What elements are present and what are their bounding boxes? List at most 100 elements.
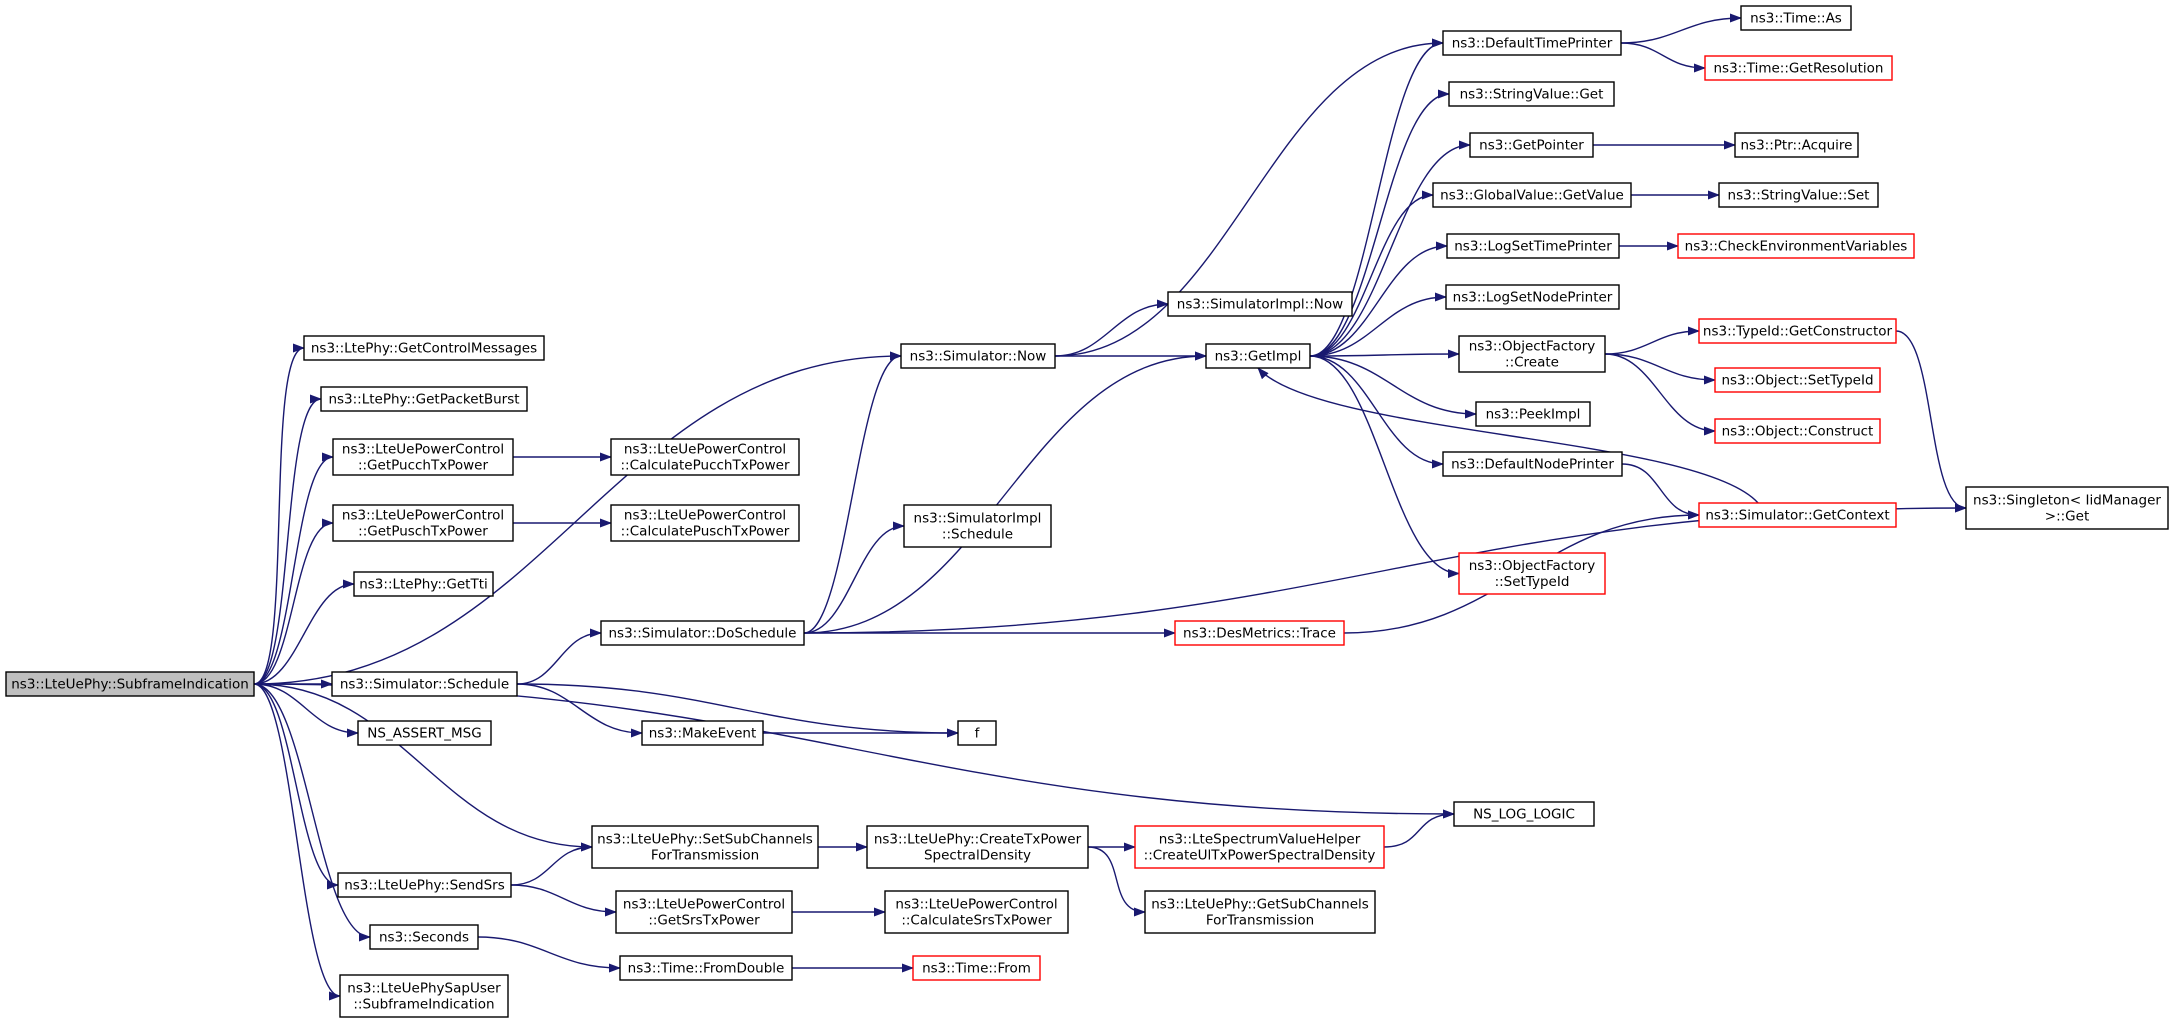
node-box[interactable]	[610, 504, 800, 542]
node-simSchedule[interactable]: ns3::Simulator::Schedule	[331, 671, 518, 697]
node-box[interactable]	[5, 671, 255, 697]
node-sendSrs[interactable]: ns3::LteUePhy::SendSrs	[337, 872, 512, 898]
node-box[interactable]	[866, 825, 1089, 869]
node-box[interactable]	[1475, 401, 1591, 427]
node-box[interactable]	[1442, 30, 1622, 56]
node-box[interactable]	[1704, 55, 1893, 81]
node-box[interactable]	[332, 504, 514, 542]
node-timeFrom[interactable]: ns3::Time::From	[912, 955, 1041, 981]
node-box[interactable]	[1714, 367, 1881, 393]
node-box[interactable]	[1205, 343, 1311, 369]
node-calcPuschTxPower[interactable]: ns3::LteUePowerControl::CalculatePuschTx…	[610, 504, 800, 542]
node-box[interactable]	[303, 335, 545, 361]
node-box[interactable]	[1714, 418, 1881, 444]
node-box[interactable]	[900, 343, 1056, 369]
node-simDoSchedule[interactable]: ns3::Simulator::DoSchedule	[600, 620, 805, 646]
node-objectConstruct[interactable]: ns3::Object::Construct	[1714, 418, 1881, 444]
node-box[interactable]	[1469, 132, 1594, 158]
node-defaultNodePrinter[interactable]: ns3::DefaultNodePrinter	[1442, 451, 1623, 477]
node-box[interactable]	[1458, 552, 1606, 595]
node-box[interactable]	[320, 386, 528, 412]
node-getPucchTxPower[interactable]: ns3::LteUePowerControl::GetPucchTxPower	[332, 438, 514, 476]
node-box[interactable]	[912, 955, 1041, 981]
node-typeIdGetConstructor[interactable]: ns3::TypeId::GetConstructor	[1698, 318, 1897, 344]
node-box[interactable]	[1174, 620, 1345, 646]
node-setSubChannels[interactable]: ns3::LteUePhy::SetSubChannelsForTransmis…	[591, 825, 819, 869]
node-createTxPsd[interactable]: ns3::LteUePhy::CreateTxPowerSpectralDens…	[866, 825, 1089, 869]
node-box[interactable]	[369, 924, 479, 950]
node-box[interactable]	[353, 571, 494, 597]
node-box[interactable]	[357, 720, 492, 746]
node-box[interactable]	[337, 872, 512, 898]
node-getPuschTxPower[interactable]: ns3::LteUePowerControl::GetPuschTxPower	[332, 504, 514, 542]
node-makeEvent[interactable]: ns3::MakeEvent	[641, 720, 764, 746]
node-ptrAcquire[interactable]: ns3::Ptr::Acquire	[1734, 132, 1859, 158]
node-box[interactable]	[1448, 81, 1615, 107]
node-root[interactable]: ns3::LteUePhy::SubframeIndication	[5, 671, 255, 697]
node-box[interactable]	[591, 825, 819, 869]
node-timeAs[interactable]: ns3::Time::As	[1740, 5, 1852, 31]
node-seconds[interactable]: ns3::Seconds	[369, 924, 479, 950]
node-defaultTimePrinter[interactable]: ns3::DefaultTimePrinter	[1442, 30, 1622, 56]
node-box[interactable]	[903, 504, 1052, 548]
node-box[interactable]	[1718, 182, 1879, 208]
node-getImpl[interactable]: ns3::GetImpl	[1205, 343, 1311, 369]
node-simImplNow[interactable]: ns3::SimulatorImpl::Now	[1167, 291, 1353, 317]
node-box[interactable]	[615, 890, 793, 934]
node-box[interactable]	[600, 620, 805, 646]
node-box[interactable]	[1734, 132, 1859, 158]
node-timeFromDouble[interactable]: ns3::Time::FromDouble	[619, 955, 793, 981]
node-simNow[interactable]: ns3::Simulator::Now	[900, 343, 1056, 369]
node-getPacketBurst[interactable]: ns3::LtePhy::GetPacketBurst	[320, 386, 528, 412]
node-box[interactable]	[1965, 486, 2169, 530]
node-logLogic[interactable]: NS_LOG_LOGIC	[1453, 801, 1595, 827]
node-timeGetResolution[interactable]: ns3::Time::GetResolution	[1704, 55, 1893, 81]
node-box[interactable]	[957, 720, 997, 746]
node-getSrsTxPower[interactable]: ns3::LteUePowerControl::GetSrsTxPower	[615, 890, 793, 934]
node-sapUserSubframe[interactable]: ns3::LteUePhySapUser::SubframeIndication	[339, 974, 509, 1018]
node-box[interactable]	[332, 438, 514, 476]
node-singletonGet[interactable]: ns3::Singleton< IidManager>::Get	[1965, 486, 2169, 530]
node-assertMsg[interactable]: NS_ASSERT_MSG	[357, 720, 492, 746]
node-box[interactable]	[1698, 318, 1897, 344]
node-checkEnvVars[interactable]: ns3::CheckEnvironmentVariables	[1677, 233, 1915, 259]
node-peekImpl[interactable]: ns3::PeekImpl	[1475, 401, 1591, 427]
node-globalValueGetValue[interactable]: ns3::GlobalValue::GetValue	[1432, 182, 1632, 208]
node-box[interactable]	[1442, 451, 1623, 477]
node-box[interactable]	[331, 671, 518, 697]
node-logSetTimePrinter[interactable]: ns3::LogSetTimePrinter	[1446, 233, 1620, 259]
node-f[interactable]: f	[957, 720, 997, 746]
node-getTti[interactable]: ns3::LtePhy::GetTti	[353, 571, 494, 597]
node-objectSetTypeId[interactable]: ns3::Object::SetTypeId	[1714, 367, 1881, 393]
node-logSetNodePrinter[interactable]: ns3::LogSetNodePrinter	[1445, 284, 1620, 310]
node-desMetricsTrace[interactable]: ns3::DesMetrics::Trace	[1174, 620, 1345, 646]
node-box[interactable]	[1698, 502, 1897, 528]
node-box[interactable]	[884, 890, 1069, 934]
node-box[interactable]	[1144, 890, 1376, 934]
node-box[interactable]	[610, 438, 800, 476]
node-objectFactorySetTypeId[interactable]: ns3::ObjectFactory::SetTypeId	[1458, 552, 1606, 595]
node-stringValueGet[interactable]: ns3::StringValue::Get	[1448, 81, 1615, 107]
node-getControlMessages[interactable]: ns3::LtePhy::GetControlMessages	[303, 335, 545, 361]
node-calcSrsTxPower[interactable]: ns3::LteUePowerControl::CalculateSrsTxPo…	[884, 890, 1069, 934]
node-box[interactable]	[339, 974, 509, 1018]
node-box[interactable]	[1445, 284, 1620, 310]
node-simGetContext[interactable]: ns3::Simulator::GetContext	[1698, 502, 1897, 528]
node-box[interactable]	[641, 720, 764, 746]
node-box[interactable]	[1458, 335, 1606, 373]
node-box[interactable]	[1446, 233, 1620, 259]
node-box[interactable]	[1432, 182, 1632, 208]
node-box[interactable]	[1167, 291, 1353, 317]
node-calcPucchTxPower[interactable]: ns3::LteUePowerControl::CalculatePucchTx…	[610, 438, 800, 476]
node-stringValueSet[interactable]: ns3::StringValue::Set	[1718, 182, 1879, 208]
node-box[interactable]	[1453, 801, 1595, 827]
node-getPointer[interactable]: ns3::GetPointer	[1469, 132, 1594, 158]
node-box[interactable]	[1740, 5, 1852, 31]
node-objectFactoryCreate[interactable]: ns3::ObjectFactory::Create	[1458, 335, 1606, 373]
node-simImplSchedule[interactable]: ns3::SimulatorImpl::Schedule	[903, 504, 1052, 548]
node-box[interactable]	[1677, 233, 1915, 259]
node-box[interactable]	[1134, 825, 1385, 869]
node-getSubChannels[interactable]: ns3::LteUePhy::GetSubChannelsForTransmis…	[1144, 890, 1376, 934]
node-box[interactable]	[619, 955, 793, 981]
node-createUlTxPsd[interactable]: ns3::LteSpectrumValueHelper::CreateUlTxP…	[1134, 825, 1385, 869]
